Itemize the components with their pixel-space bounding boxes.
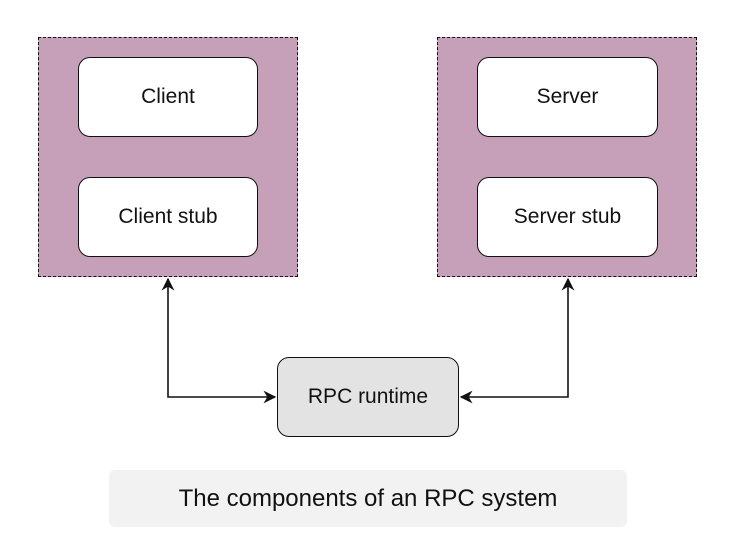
client-node-label: Client (141, 85, 195, 108)
server-stub-node-label: Server stub (513, 205, 622, 228)
server-node-label: Server (536, 85, 599, 108)
client-stub-node-label: Client stub (118, 205, 218, 228)
server-node: Server (477, 57, 658, 137)
rpc-runtime-node: RPC runtime (277, 357, 459, 437)
diagram-caption-text: The components of an RPC system (178, 484, 558, 512)
server-runtime-connector (459, 277, 575, 404)
client-stub-node: Client stub (78, 177, 258, 257)
server-stub-node: Server stub (477, 177, 658, 257)
client-runtime-connector (161, 277, 277, 404)
rpc-runtime-node-label: RPC runtime (307, 385, 429, 408)
diagram-caption: The components of an RPC system (109, 470, 627, 527)
client-node: Client (78, 57, 258, 137)
